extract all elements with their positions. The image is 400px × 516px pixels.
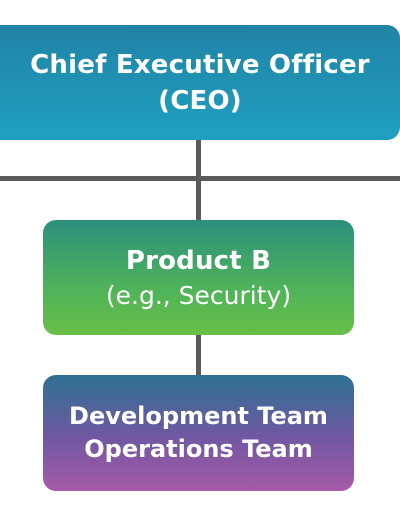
operations-team-label: Operations Team: [84, 435, 313, 463]
product-title: Product B: [125, 245, 272, 276]
ceo-title-line2: (CEO): [158, 85, 242, 116]
ceo-title-line1: Chief Executive Officer: [30, 49, 370, 80]
connector-product-to-teams: [196, 333, 201, 377]
product-example: (e.g., Security): [105, 280, 292, 310]
product-box: Product B (e.g., Security): [43, 220, 354, 335]
connector-horizontal: [0, 176, 400, 181]
ceo-box: Chief Executive Officer (CEO): [0, 25, 400, 140]
development-team-label: Development Team: [69, 402, 328, 430]
teams-box: Development Team Operations Team: [43, 375, 354, 491]
